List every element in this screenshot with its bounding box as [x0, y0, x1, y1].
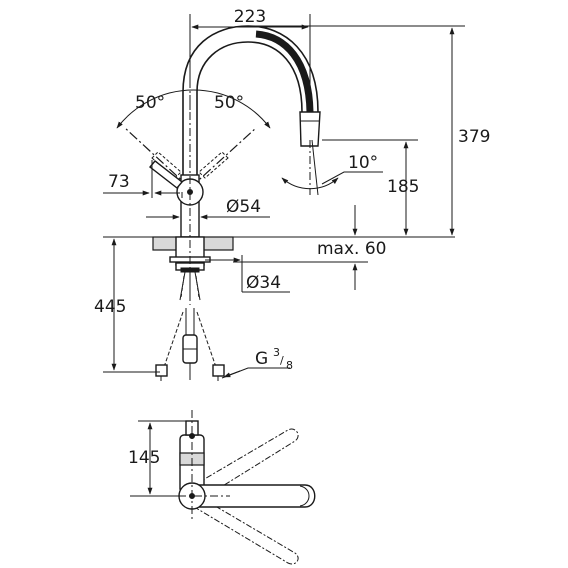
dim-offset-label: 73: [108, 172, 130, 192]
dim-thread-numerator: 3: [273, 346, 280, 359]
lever-ghost-right: [198, 151, 229, 179]
spout-inner-outline: [196, 41, 303, 175]
dim-reach-label: 223: [234, 7, 266, 27]
dim-thread-label: G: [255, 349, 268, 369]
supply-hose-left: [162, 311, 184, 371]
hose-fitting-right: [212, 364, 225, 377]
lever-handle: [148, 160, 184, 189]
dim-deck-label: max. 60: [317, 239, 386, 259]
lever-axis-right: [189, 127, 257, 189]
dim-height-label: 379: [458, 127, 490, 147]
spout-ghost-lower: [195, 499, 299, 565]
spout-hose-section: [255, 30, 314, 113]
spout-outline: [182, 25, 319, 175]
lever-axis-left: [124, 127, 191, 189]
dim-hole-label: Ø34: [246, 273, 281, 293]
supply-hose-right: [196, 311, 218, 371]
plan-view: 145: [128, 410, 316, 565]
side-elevation: 223 379 185 10° 50° 50° 73 Ø54 max. 60: [94, 7, 490, 381]
lever-angle-arc: [116, 89, 271, 129]
dim-plan-label: 145: [128, 448, 160, 468]
dim-outlet-label: 185: [387, 177, 419, 197]
hose-fitting-left: [155, 364, 168, 377]
dim-hose-label: 445: [94, 297, 126, 317]
dim-tilt-label: 10°: [348, 153, 378, 173]
dim-lever-right-label: 50°: [214, 93, 244, 113]
svg-text:/: /: [280, 354, 284, 367]
dim-lever-left-label: 50°: [135, 93, 165, 113]
dim-body-label: Ø54: [226, 197, 261, 217]
spout-tilt-arc: [281, 177, 339, 190]
dim-thread-denominator: 8: [286, 359, 293, 372]
spout-ghost-upper: [195, 428, 299, 498]
